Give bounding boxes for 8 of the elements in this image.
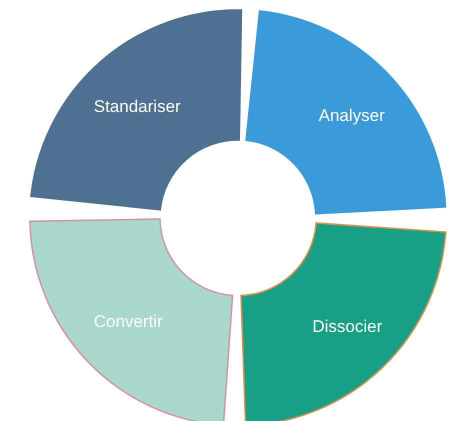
ring-segment	[246, 11, 446, 214]
segment-label: Dissocier	[312, 316, 382, 337]
ring-segment	[30, 219, 233, 421]
ring-segment	[31, 10, 242, 210]
ring-segment	[240, 223, 446, 421]
segment-label: Convertir	[94, 312, 163, 332]
segment-label: Standariser	[94, 96, 181, 117]
segment-label: Analyser	[318, 106, 385, 126]
